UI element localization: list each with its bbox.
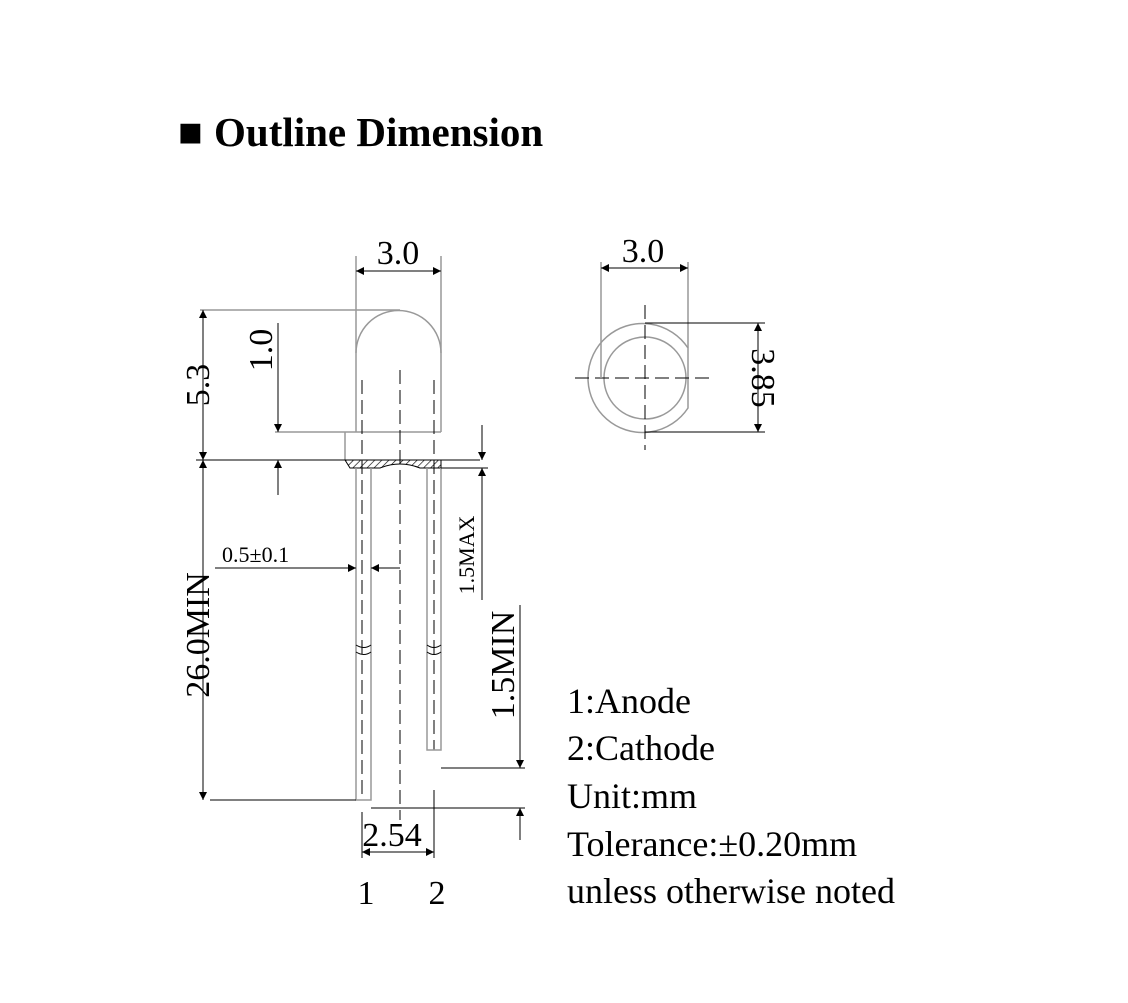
- title: ■ Outline Dimension: [178, 109, 543, 155]
- legend-cathode: 2:Cathode: [567, 728, 715, 768]
- lead-cathode: [426, 468, 442, 751]
- pin-2-label: 2: [429, 875, 446, 912]
- dim-pitch: 2.54: [362, 817, 422, 854]
- legend-tolerance: Tolerance:±0.20mm: [567, 824, 857, 864]
- dim-width: 3.0: [377, 235, 420, 272]
- side-dimensions: 3.0 5.3 1.0 26.0MIN 0.5±0.1 1.5MAX 1.5MI…: [180, 235, 524, 912]
- lead-anode: [355, 468, 372, 801]
- title-marker: ■: [178, 109, 203, 155]
- dim-lead-width: 0.5±0.1: [222, 542, 289, 567]
- dim-flange-diameter: 3.85: [744, 348, 781, 408]
- pin-1-label: 1: [358, 875, 375, 912]
- flange-hatch: [344, 459, 442, 469]
- legend-anode: 1:Anode: [567, 681, 691, 721]
- dim-lead-difference: 1.5MIN: [485, 611, 522, 720]
- dim-top-width: 3.0: [622, 233, 665, 270]
- dim-total-height: 5.3: [180, 364, 217, 407]
- page-title: Outline Dimension: [214, 109, 543, 155]
- led-top-view: 3.0 3.85: [575, 233, 781, 450]
- legend: 1:Anode 2:Cathode Unit:mm Tolerance:±0.2…: [567, 681, 895, 911]
- dim-resin-protrusion: 1.5MAX: [454, 515, 479, 594]
- led-side-view: [196, 256, 525, 858]
- dim-lead-length: 26.0MIN: [180, 572, 217, 698]
- legend-unit: Unit:mm: [567, 776, 697, 816]
- legend-note: unless otherwise noted: [567, 871, 895, 911]
- dim-flange-height: 1.0: [243, 329, 280, 372]
